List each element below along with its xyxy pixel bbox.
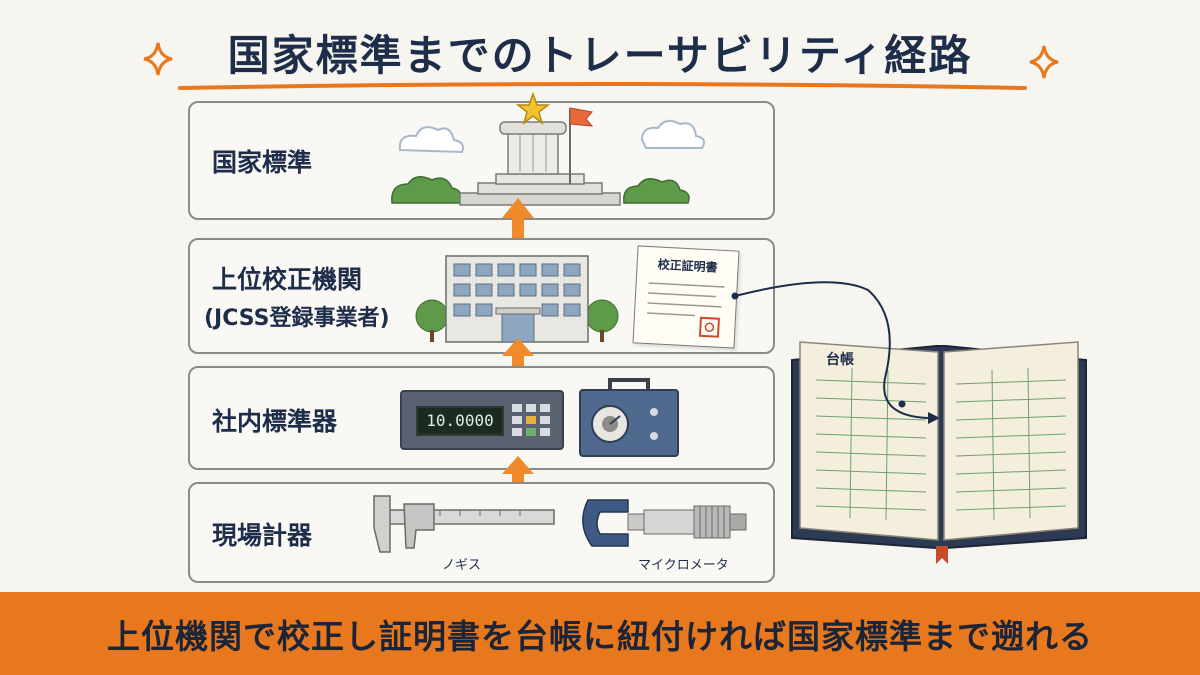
arrow-right-icon — [928, 412, 940, 424]
meter-display: 10.0000 — [416, 406, 504, 436]
arrow-up-icon — [502, 198, 534, 242]
caliper-label: ノギス — [442, 558, 482, 573]
right-sparkle-icon — [1029, 45, 1059, 79]
footer-message: 上位機関で校正し証明書を台帳に紐付ければ国家標準まで遡れる — [107, 617, 1093, 656]
knob-instrument-icon — [579, 378, 679, 457]
title-decoration — [143, 42, 1059, 90]
digital-meter-instrument: 10.0000 — [400, 390, 564, 450]
tier-upper-calibration: 上位校正機関 (JCSS登録事業者) 校正証明書 — [188, 238, 775, 354]
building-icon — [415, 255, 619, 343]
footer-banner: 上位機関で校正し証明書を台帳に紐付ければ国家標準まで遡れる — [0, 592, 1200, 675]
tier-upper-label-line2: (JCSS登録事業者) — [204, 306, 390, 331]
ledger-title: 台帳 — [826, 351, 854, 368]
arrow-up-icon — [502, 456, 534, 498]
bookmark-icon — [936, 546, 948, 564]
micrometer-icon — [582, 499, 747, 547]
arrow-up-icon — [502, 338, 534, 378]
tier-field-instruments: 現場計器 ノギス マイクロメータ — [188, 482, 775, 583]
bush-icon — [391, 176, 690, 204]
tier-field-label: 現場計器 — [212, 521, 313, 550]
meter-buttons-icon — [512, 404, 550, 436]
caliper-icon — [373, 495, 555, 553]
tier-national-standard: 国家標準 — [188, 91, 775, 220]
cloud-icon — [398, 119, 705, 154]
certificate-document: 校正証明書 — [632, 245, 740, 349]
star-icon — [515, 91, 551, 125]
title-underline — [178, 82, 1027, 90]
tier-internal-label: 社内標準器 — [212, 407, 338, 436]
micrometer-label: マイクロメータ — [638, 558, 729, 573]
seal-icon — [698, 316, 720, 338]
tier-internal-standard: 社内標準器 10.0000 — [188, 366, 775, 470]
certificate-lines — [647, 282, 725, 338]
page-title: 国家標準までのトレーサビリティ経路 — [227, 31, 973, 80]
left-sparkle-icon — [143, 42, 173, 76]
national-monument-icon — [391, 91, 705, 206]
tier-upper-label-line1: 上位校正機関 — [212, 265, 363, 294]
tier-national-label: 国家標準 — [212, 148, 313, 177]
ledger-book-icon: 台帳 — [791, 341, 1087, 564]
flag-icon — [569, 107, 594, 127]
title-area: 国家標準までのトレーサビリティ経路 — [0, 10, 1200, 90]
